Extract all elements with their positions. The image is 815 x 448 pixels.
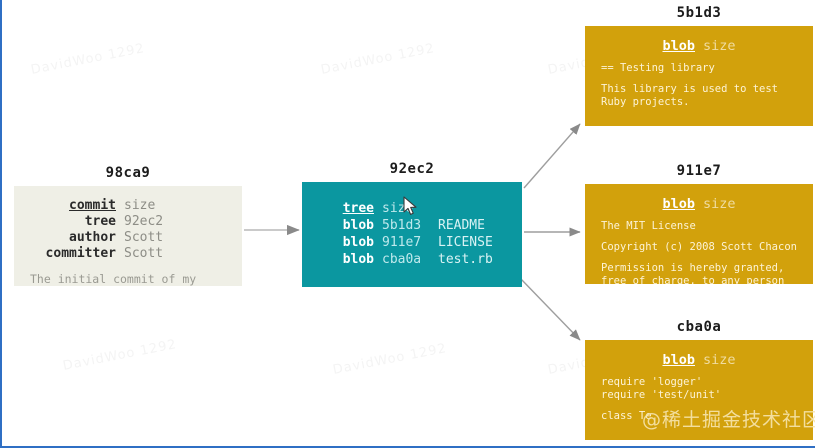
tree-entries: tree size blob 5b1d3 README blob 911e7 L… [340,200,522,268]
blob-line: require 'logger' [601,376,703,388]
tree-entry-name: LICENSE [438,235,493,250]
blob-size-label: size [703,196,736,212]
tree-entry-type: tree [342,201,374,216]
blob-body: blob size The MIT License Copyright (c) 2… [585,184,813,284]
watermark-faint: DavidWoo 1292 [61,337,179,374]
blob-title: blob size [585,350,813,370]
tree-entry-hash: size [382,201,414,216]
blob-body: blob size require 'logger' require 'test/… [585,340,813,440]
blob-line: Permission is hereby granted, [601,262,785,274]
arrow-tree-to-test [519,277,581,341]
blob-line-gap [601,233,813,241]
watermark-faint: DavidWoo 1292 [319,41,437,78]
blob-type-label: blob [662,38,695,54]
blob-line: The MIT License [601,220,696,232]
watermark-faint: DavidWoo 1292 [29,41,147,78]
blob-title: blob size [585,36,813,56]
blob-type-label: blob [662,196,695,212]
blob-node-license[interactable]: 911e7 blob size The MIT License Copyright… [585,162,813,284]
tree-row: blob 5b1d3 README [340,217,522,234]
commit-body: commit size tree 92ec2 author Scott comm… [14,186,242,286]
commit-message: The initial commit of my project [30,272,197,286]
blob-node-test[interactable]: cba0a blob size require 'logger' require … [585,318,813,440]
blob-content: require 'logger' require 'test/unit' cla… [601,376,813,423]
blob-content: == Testing library This library is used … [601,62,813,109]
commit-row: committer Scott [38,246,242,262]
blob-size-label: size [703,38,736,54]
tree-row: tree size [340,200,522,217]
blob-size-label: size [703,352,736,368]
blob-line: require 'test/unit' [601,389,722,401]
tree-entry-type: blob [342,252,374,267]
blob-line-gap [601,254,813,262]
tree-entry-type: blob [342,218,374,233]
blob-line: free of charge, to any person [601,275,785,284]
commit-value: Scott [124,230,164,245]
tree-entry-name: test.rb [438,252,493,267]
commit-row: tree 92ec2 [38,214,242,230]
blob-hash-label: cba0a [676,319,722,335]
blob-title: blob size [585,194,813,214]
commit-key: tree [84,214,116,229]
watermark-faint: DavidWoo 1292 [331,341,449,378]
commit-row: author Scott [38,230,242,246]
blob-type-label: blob [662,352,695,368]
commit-value: 92ec2 [124,214,164,229]
tree-entry-hash: cba0a [382,252,422,267]
blob-node-readme[interactable]: 5b1d3 blob size == Testing library This l… [585,4,813,126]
commit-hash-label: 98ca9 [105,165,151,181]
commit-row: commit size [38,198,242,214]
commit-key: committer [45,246,116,261]
blob-hash-label: 5b1d3 [676,5,722,21]
commit-key: commit [69,198,116,213]
tree-entry-name: README [438,218,485,233]
tree-body: tree size blob 5b1d3 README blob 911e7 L… [302,182,522,287]
commit-value: Scott [124,246,164,261]
tree-entry-hash: 911e7 [382,235,422,250]
tree-row: blob cba0a test.rb [340,251,522,268]
blob-line: class Te [601,410,652,422]
blob-hash-label: 911e7 [676,163,722,179]
blob-line: Ruby projects. [601,96,690,108]
tree-hash-label: 92ec2 [389,161,435,177]
commit-node[interactable]: 98ca9 commit size tree 92ec2 author Scot… [14,164,242,286]
commit-fields: commit size tree 92ec2 author Scott comm… [38,198,242,262]
blob-line-gap [601,75,813,83]
commit-value: size [124,198,156,213]
blob-line: Copyright (c) 2008 Scott Chacon [601,241,797,253]
tree-row: blob 911e7 LICENSE [340,234,522,251]
blob-line-gap [601,402,813,410]
blob-content: The MIT License Copyright (c) 2008 Scott… [601,220,813,284]
commit-key: author [69,230,116,245]
tree-entry-type: blob [342,235,374,250]
blob-line: This library is used to test [601,83,779,95]
tree-entry-hash: 5b1d3 [382,218,422,233]
arrow-tree-to-readme [523,123,581,189]
blob-line: == Testing library [601,62,715,74]
tree-node[interactable]: 92ec2 tree size blob 5b1d3 README blob 9… [302,160,522,287]
blob-body: blob size == Testing library This library… [585,26,813,126]
